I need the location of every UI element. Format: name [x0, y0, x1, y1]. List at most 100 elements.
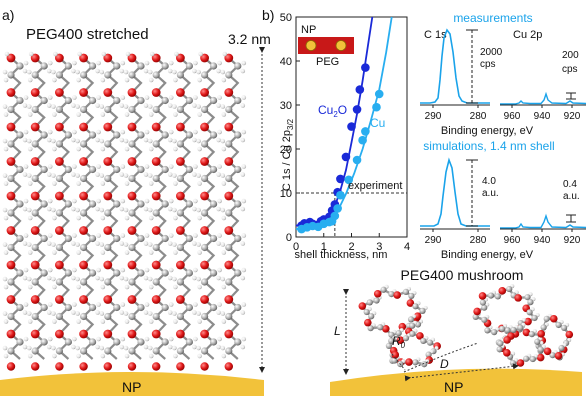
- peg-chain: [2, 51, 29, 371]
- oxygen-atom: [79, 157, 88, 166]
- hydrogen-atom: [241, 164, 247, 169]
- cu2p-label: Cu 2p: [513, 29, 542, 41]
- carbon-atom: [201, 209, 209, 217]
- carbon-atom: [185, 234, 193, 243]
- hydrogen-atom: [192, 172, 197, 177]
- hydrogen-atom: [172, 69, 177, 75]
- hydrogen-atom: [95, 344, 100, 350]
- oxygen-atom: [151, 260, 161, 270]
- hydrogen-atom: [240, 137, 246, 143]
- hydrogen-atom: [47, 198, 53, 204]
- hydrogen-atom: [75, 311, 80, 316]
- carbon-atom: [176, 278, 184, 286]
- hydrogen-atom: [76, 77, 81, 83]
- hydrogen-atom: [75, 207, 80, 213]
- oxygen-atom: [30, 157, 40, 166]
- hydrogen-atom: [51, 207, 56, 213]
- oxygen-atom: [224, 295, 234, 304]
- measurements-title: measurements: [453, 11, 532, 25]
- oxygen-atom: [381, 325, 390, 333]
- np-sphere-icon: [335, 40, 347, 51]
- hydrogen-atom: [75, 173, 80, 178]
- carbon-atom: [537, 346, 544, 353]
- carbon-atom: [377, 324, 384, 331]
- carbon-atom: [210, 131, 218, 139]
- carbon-atom: [16, 200, 24, 208]
- carbon-atom: [64, 165, 72, 174]
- simulations-title: simulations, 1.4 nm shell: [423, 139, 554, 153]
- hydrogen-atom: [240, 103, 246, 108]
- carbon-atom: [234, 234, 242, 243]
- hydrogen-atom: [53, 51, 58, 57]
- hydrogen-atom: [2, 345, 8, 351]
- hydrogen-atom: [76, 353, 81, 359]
- carbon-atom: [210, 165, 218, 174]
- hydrogen-atom: [167, 68, 173, 74]
- peg-bond: [81, 333, 95, 360]
- hydrogen-atom: [216, 172, 221, 177]
- hydrogen-atom: [95, 206, 100, 212]
- carbon-atom: [517, 324, 524, 331]
- carbon-atom: [529, 355, 536, 363]
- hydrogen-atom: [148, 181, 154, 186]
- hydrogen-atom: [2, 69, 8, 75]
- oxygen-atom: [200, 53, 210, 63]
- hydrogen-atom: [196, 276, 201, 282]
- carbon-atom: [185, 96, 193, 105]
- hydrogen-atom: [99, 242, 105, 247]
- carbon-atom: [496, 346, 503, 353]
- hydrogen-atom: [26, 276, 32, 282]
- oxygen-atom: [473, 307, 481, 316]
- carbon-atom: [55, 140, 64, 148]
- hydrogen-atom: [222, 51, 228, 57]
- hydrogen-atom: [100, 215, 106, 221]
- carbon-atom: [161, 131, 169, 139]
- carbon-atom: [472, 313, 479, 321]
- hydrogen-atom: [76, 112, 81, 117]
- np-surface-a: [0, 372, 264, 396]
- hydrogen-atom: [28, 51, 34, 57]
- hydrogen-atom: [220, 242, 226, 247]
- sim-c1s-tick: 290: [425, 235, 442, 246]
- oxygen-atom: [478, 292, 487, 300]
- hydrogen-atom: [240, 344, 246, 350]
- oxygen-atom: [522, 328, 531, 337]
- oxygen-atom: [176, 122, 185, 132]
- hydrogen-atom: [95, 310, 100, 315]
- sim-c1s-spectrum: [420, 157, 490, 227]
- carbon-atom: [409, 330, 416, 337]
- hydrogen-atom: [172, 345, 177, 351]
- experiment-label: experiment: [348, 180, 402, 192]
- hydrogen-atom: [26, 311, 32, 316]
- carbon-atom: [176, 347, 184, 355]
- hydrogen-atom: [71, 103, 76, 108]
- carbon-atom: [234, 338, 242, 346]
- carbon-atom: [55, 174, 64, 183]
- hydrogen-atom: [76, 181, 81, 186]
- hydrogen-atom: [172, 173, 177, 178]
- carbon-atom: [16, 234, 24, 243]
- oxygen-atom: [200, 88, 210, 97]
- hydrogen-atom: [52, 215, 57, 221]
- hydrogen-atom: [2, 242, 8, 247]
- hydrogen-atom: [220, 345, 226, 351]
- hydrogen-atom: [123, 311, 129, 316]
- hydrogen-atom: [217, 198, 222, 204]
- hydrogen-atom: [221, 146, 227, 152]
- hydrogen-atom: [72, 164, 77, 169]
- hydrogen-atom: [27, 319, 33, 324]
- carbon-atom: [113, 131, 121, 139]
- oxygen-atom: [396, 336, 405, 344]
- hydrogen-atom: [220, 69, 226, 75]
- hydrogen-atom: [221, 284, 227, 290]
- y-tick-label: 30: [280, 100, 292, 112]
- hydrogen-atom: [46, 241, 52, 246]
- hydrogen-atom: [3, 112, 9, 117]
- oxygen-atom: [224, 191, 234, 201]
- hydrogen-atom: [72, 198, 77, 204]
- hydrogen-atom: [220, 173, 226, 178]
- carbon-atom: [89, 96, 97, 105]
- carbon-atom: [64, 62, 72, 70]
- hydrogen-atom: [241, 233, 247, 238]
- carbon-atom: [161, 303, 169, 312]
